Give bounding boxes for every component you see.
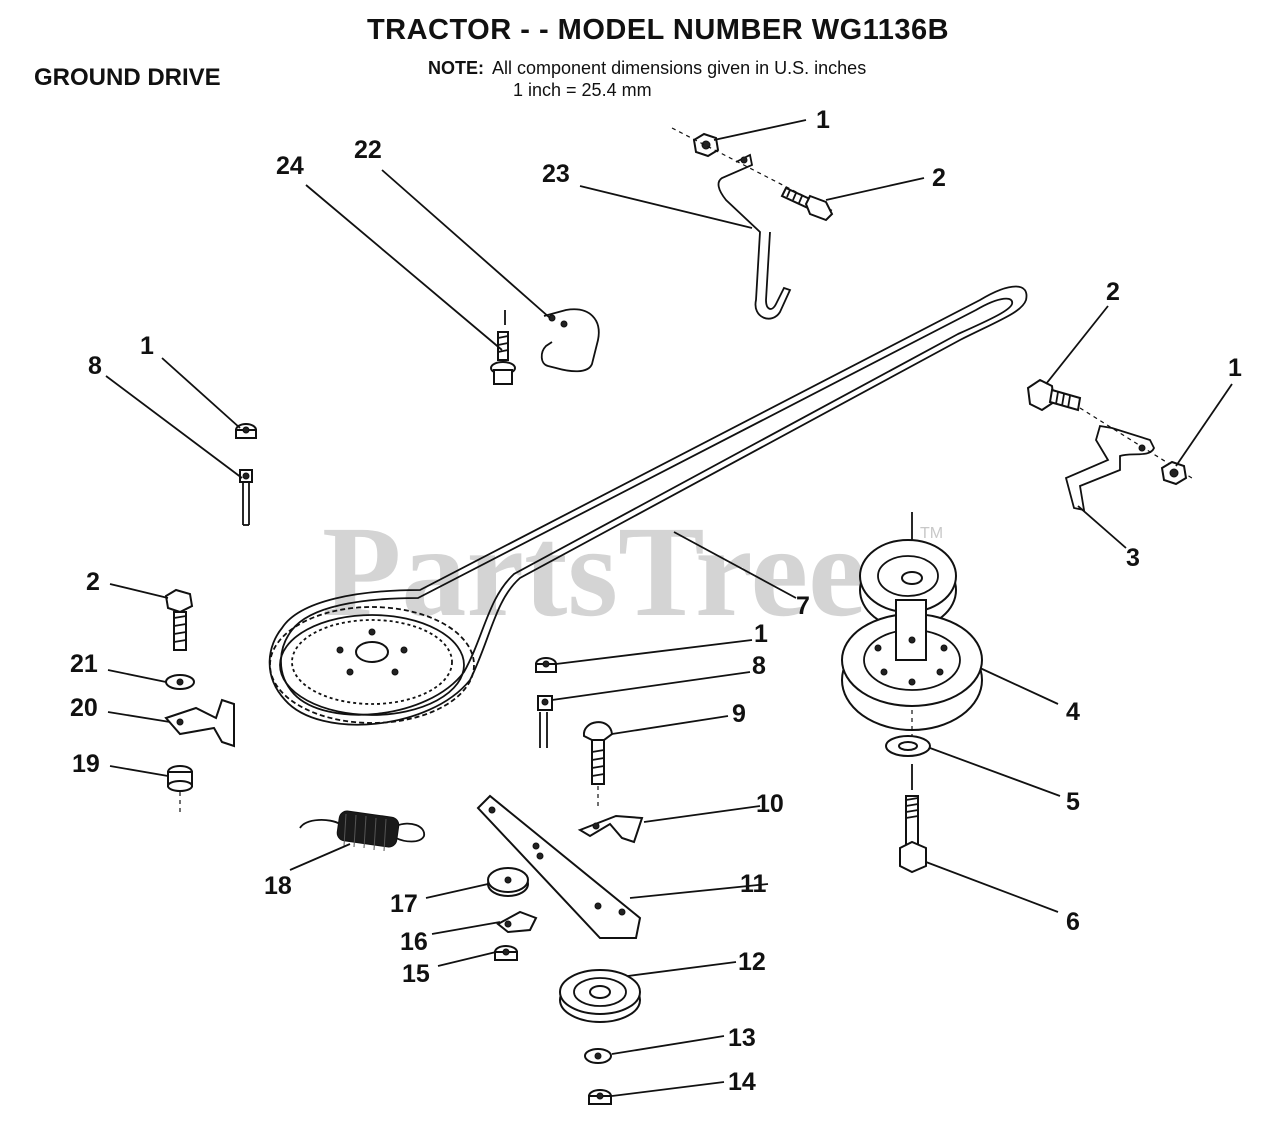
callout-14: 14 <box>728 1068 756 1096</box>
callout-2-left: 2 <box>86 568 100 596</box>
callout-21: 21 <box>70 650 98 678</box>
callout-4: 4 <box>1066 698 1080 726</box>
callout-1-center: 1 <box>754 620 768 648</box>
drive-belt <box>268 285 1028 726</box>
callout-22: 22 <box>354 136 382 164</box>
bolt-right <box>1026 378 1082 412</box>
bracket-10 <box>577 814 644 844</box>
bracket-left <box>164 698 235 748</box>
callout-16: 16 <box>400 928 428 956</box>
belt-guide-rod-left <box>540 308 600 373</box>
washer-left <box>165 674 195 690</box>
callout-18: 18 <box>264 872 292 900</box>
callout-2-top: 2 <box>932 164 946 192</box>
callout-11: 11 <box>740 870 767 898</box>
carriage-bolt <box>582 721 614 810</box>
callout-19: 19 <box>72 750 100 778</box>
idler-arm <box>476 794 642 939</box>
diagram-title: TRACTOR - - MODEL NUMBER WG1136B <box>366 14 950 46</box>
nut-right <box>1160 460 1188 486</box>
washer-lower <box>584 1048 612 1064</box>
callout-12: 12 <box>738 948 766 976</box>
callouts: 1 2 23 22 24 1 8 2 1 3 7 2 21 20 19 1 8 … <box>70 106 1242 1096</box>
nut-center <box>535 657 557 673</box>
nut-lower <box>494 945 518 961</box>
belt-guide-rod-right <box>1064 424 1155 512</box>
callout-2-right: 2 <box>1106 278 1120 306</box>
nut-lower-left <box>167 765 193 812</box>
callout-17: 17 <box>390 890 418 918</box>
bolt-left <box>164 588 194 651</box>
callout-13: 13 <box>728 1024 756 1052</box>
stud-center <box>537 695 553 748</box>
callout-5: 5 <box>1066 788 1080 816</box>
idler-v-pulley <box>559 969 641 1023</box>
transaxle-pulley <box>269 606 475 724</box>
callout-1-left: 1 <box>140 332 154 360</box>
belt-keeper <box>496 910 538 934</box>
idler-flat-pulley <box>487 867 529 897</box>
callout-8-center: 8 <box>752 652 766 680</box>
callout-10: 10 <box>756 790 784 818</box>
callout-24: 24 <box>276 152 304 180</box>
callout-15: 15 <box>402 960 430 988</box>
engine-pulley <box>841 512 983 738</box>
spring <box>299 810 425 852</box>
note-line-1: All component dimensions given in U.S. i… <box>492 58 867 78</box>
note-line-2: 1 inch = 25.4 mm <box>513 80 652 100</box>
washer-engine <box>885 735 931 757</box>
callout-1-top: 1 <box>816 106 830 134</box>
callout-20: 20 <box>70 694 98 722</box>
nut-left <box>235 423 257 439</box>
leader-lines <box>105 119 1233 1097</box>
belt-guide-rod-top <box>717 153 792 320</box>
watermark: PartsTree <box>322 500 866 644</box>
callout-23: 23 <box>542 160 570 188</box>
note-label: NOTE: <box>428 58 484 78</box>
callout-1-right: 1 <box>1228 354 1242 382</box>
dimension-note: NOTE: All component dimensions given in U… <box>428 57 866 101</box>
callout-3: 3 <box>1126 544 1140 572</box>
callout-8-left: 8 <box>88 352 102 380</box>
trademark: TM <box>920 525 943 542</box>
callout-9: 9 <box>732 700 746 728</box>
callout-7: 7 <box>796 592 810 620</box>
nut-bottom <box>588 1089 612 1105</box>
bolt-engine <box>899 764 927 874</box>
bolt-top <box>780 186 834 222</box>
nut-top <box>692 132 720 158</box>
callout-6: 6 <box>1066 908 1080 936</box>
bolt-24 <box>490 310 516 385</box>
section-title: GROUND DRIVE <box>34 64 221 91</box>
